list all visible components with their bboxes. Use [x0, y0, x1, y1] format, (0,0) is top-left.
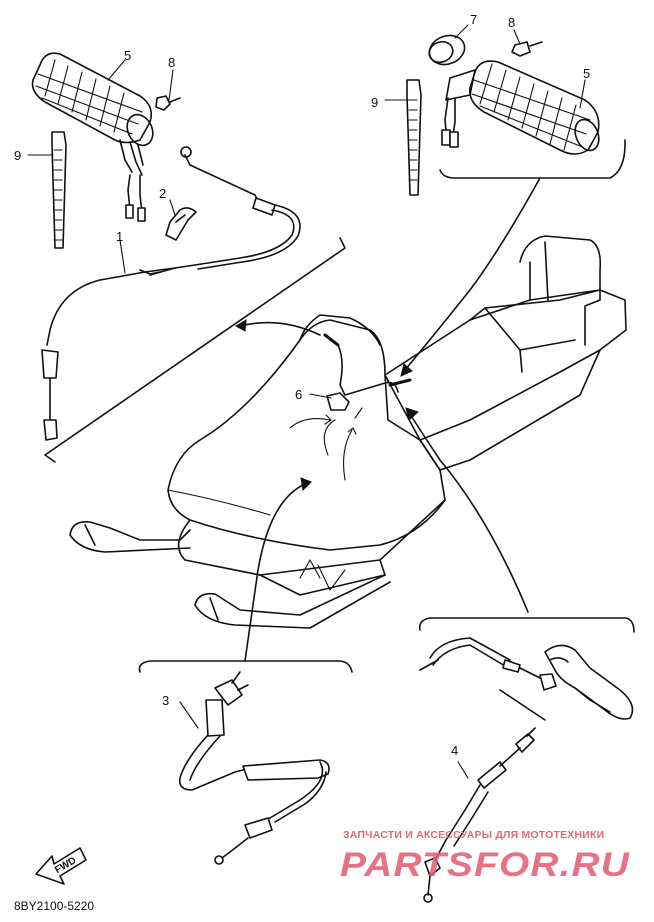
- watermark-brand: PARTSFOR.RU: [340, 846, 631, 884]
- watermark-tagline: ЗАПЧАСТИ И АКСЕССУАРЫ ДЛЯ МОТОТЕХНИКИ: [343, 829, 604, 841]
- left-grip-assembly: [31, 52, 301, 441]
- callout-leaders: [27, 24, 586, 779]
- callout-numbers: 1 2 3 4 5 5 6 7 8 8 9 9: [14, 12, 590, 758]
- callout-6: 6: [295, 387, 302, 402]
- callout-8-right: 8: [508, 15, 515, 30]
- cable-4-assembly: [419, 637, 634, 903]
- leader-arrows: [235, 177, 541, 662]
- callout-1: 1: [116, 229, 123, 244]
- callout-4: 4: [451, 743, 458, 758]
- right-grip-assembly: [406, 34, 600, 196]
- callout-3: 3: [162, 693, 169, 708]
- cable-3-assembly: [178, 671, 330, 865]
- forward-direction-arrow: FWD: [35, 847, 87, 885]
- callout-7: 7: [470, 12, 477, 27]
- callout-2: 2: [159, 186, 166, 201]
- drawing-code: 8BY2100-5220: [14, 899, 94, 913]
- snowmobile-illustration: [69, 235, 627, 629]
- callout-5-left: 5: [124, 48, 131, 63]
- watermark: ЗАПЧАСТИ И АКСЕССУАРЫ ДЛЯ МОТОТЕХНИКИ PA…: [340, 829, 631, 884]
- callout-9-right: 9: [371, 95, 378, 110]
- callout-5-right: 5: [583, 66, 590, 81]
- callout-8-left: 8: [168, 55, 175, 70]
- callout-9-left: 9: [14, 148, 21, 163]
